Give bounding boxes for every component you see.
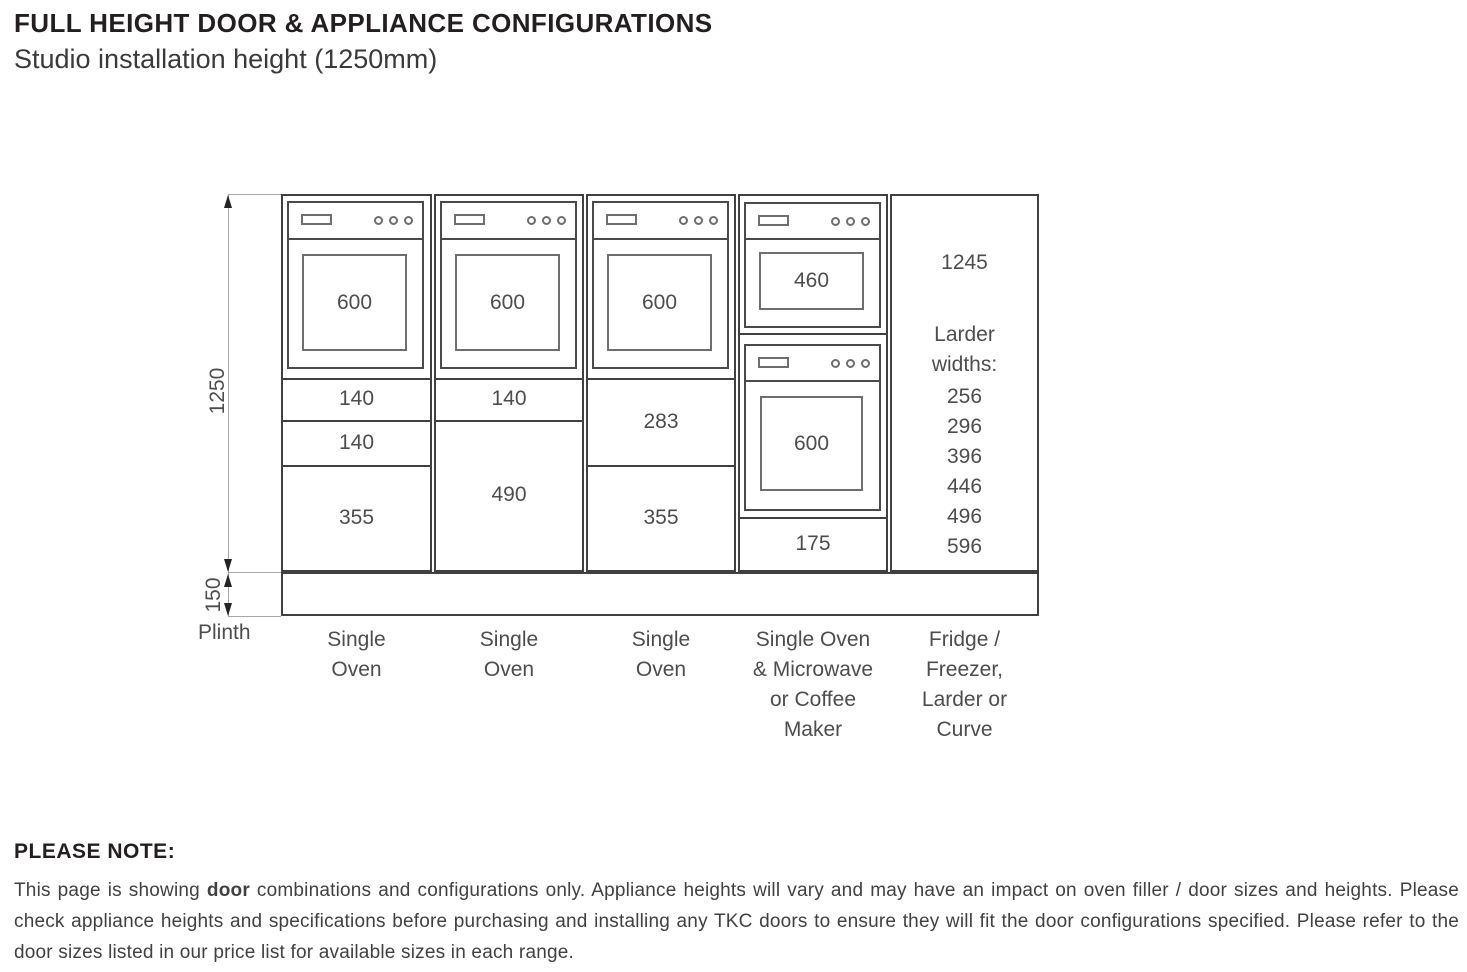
page-subtitle: Studio installation height (1250mm): [14, 44, 438, 74]
microwave-unit: 460: [744, 202, 881, 328]
page-title: FULL HEIGHT DOOR & APPLIANCE CONFIGURATI…: [14, 8, 713, 38]
larder-width-value: 446: [946, 475, 983, 498]
oven-door: 600: [607, 254, 712, 351]
note-section: PLEASE NOTE: This page is showing door c…: [14, 840, 1459, 968]
microwave-door: 460: [759, 252, 864, 310]
larder-width-value: 596: [946, 535, 983, 558]
note-body: This page is showing door combinations a…: [14, 875, 1459, 968]
oven-display-icon: [606, 214, 637, 225]
microwave-control-panel: [746, 204, 879, 240]
note-bold-word: door: [206, 880, 250, 901]
drawer-355: 355: [338, 505, 375, 529]
plinth-label: Plinth: [198, 621, 251, 644]
arrow-up-icon: [224, 195, 232, 208]
larder-width-value: 256: [946, 385, 983, 408]
oven-display-icon: [301, 214, 332, 225]
section-divider: [588, 378, 734, 380]
oven-knobs-icon: [374, 216, 413, 225]
oven-unit: 600: [744, 344, 881, 511]
larder-widths-heading: Larder widths:: [931, 323, 998, 376]
filler-140: 140: [491, 387, 527, 410]
oven-knobs-icon: [679, 216, 718, 225]
caption-column-5: Fridge / Freezer, Larder or Curve: [921, 628, 1008, 741]
oven-unit: 600: [592, 201, 729, 369]
arrow-up-icon: [224, 574, 232, 587]
note-heading: PLEASE NOTE:: [14, 840, 176, 863]
section-divider: [436, 420, 582, 422]
section-divider: [740, 517, 886, 519]
arrow-down-icon: [224, 559, 232, 572]
oven-unit: 600: [440, 201, 577, 369]
filler-140: 140: [338, 387, 375, 410]
section-divider: [283, 420, 430, 422]
oven-knobs-icon: [831, 359, 870, 368]
oven-control-panel: [442, 203, 575, 240]
caption-column-1: Single Oven: [327, 628, 386, 681]
larder-width-value: 496: [946, 505, 983, 528]
drawer-355: 355: [643, 505, 679, 529]
caption-column-3: Single Oven: [631, 628, 691, 681]
filler-175: 175: [795, 531, 831, 555]
witness-line-top: [228, 194, 281, 195]
caption-column-4: Single Oven & Microwave or Coffee Maker: [752, 628, 874, 741]
oven-display-icon: [454, 214, 485, 225]
witness-line-plinth-top: [228, 572, 281, 573]
column-3-single-oven: 600 283 355: [586, 194, 736, 572]
oven-door: 600: [302, 254, 407, 351]
column-5-fridge-larder: 1245 Larder widths: 256 296 396 446 496 …: [890, 194, 1039, 572]
plinth: [281, 572, 1039, 616]
caption-column-2: Single Oven: [479, 628, 539, 681]
microwave-knobs-icon: [831, 217, 870, 226]
oven-control-panel: [746, 346, 879, 382]
door-490: 490: [491, 483, 527, 506]
oven-control-panel: [289, 203, 422, 240]
oven-unit: 600: [287, 201, 424, 369]
filler-283: 283: [643, 409, 679, 433]
microwave-display-icon: [758, 215, 789, 226]
oven-door: 600: [455, 254, 560, 351]
section-divider: [436, 378, 582, 380]
filler-140: 140: [338, 430, 375, 454]
oven-door: 600: [760, 396, 863, 491]
configuration-diagram: 1250 150 600 140 140 355: [198, 193, 1078, 773]
note-rest: combinations and configurations only. Ap…: [14, 880, 1459, 963]
oven-knobs-icon: [527, 216, 566, 225]
column-4-oven-microwave: 460 600 175: [738, 194, 888, 572]
larder-width-value: 296: [946, 415, 983, 438]
note-lead: This page is showing: [14, 880, 207, 901]
arrow-down-icon: [224, 603, 232, 616]
column-2-single-oven: 600 140 490: [434, 194, 584, 572]
section-divider: [740, 333, 886, 335]
dimension-line: [228, 194, 229, 616]
witness-line-plinth-bottom: [228, 616, 281, 617]
column-1-single-oven: 600 140 140 355: [281, 194, 432, 572]
oven-control-panel: [594, 203, 727, 240]
section-divider: [588, 465, 734, 467]
section-divider: [283, 465, 430, 467]
larder-widths-list: 256 296 396 446 496 596: [892, 382, 1037, 562]
larder-width-value: 396: [946, 445, 983, 468]
section-divider: [283, 378, 430, 380]
dimension-cabinet-height: 1250: [206, 367, 229, 415]
full-height-door-value: 1245: [941, 251, 988, 274]
oven-display-icon: [758, 357, 789, 368]
